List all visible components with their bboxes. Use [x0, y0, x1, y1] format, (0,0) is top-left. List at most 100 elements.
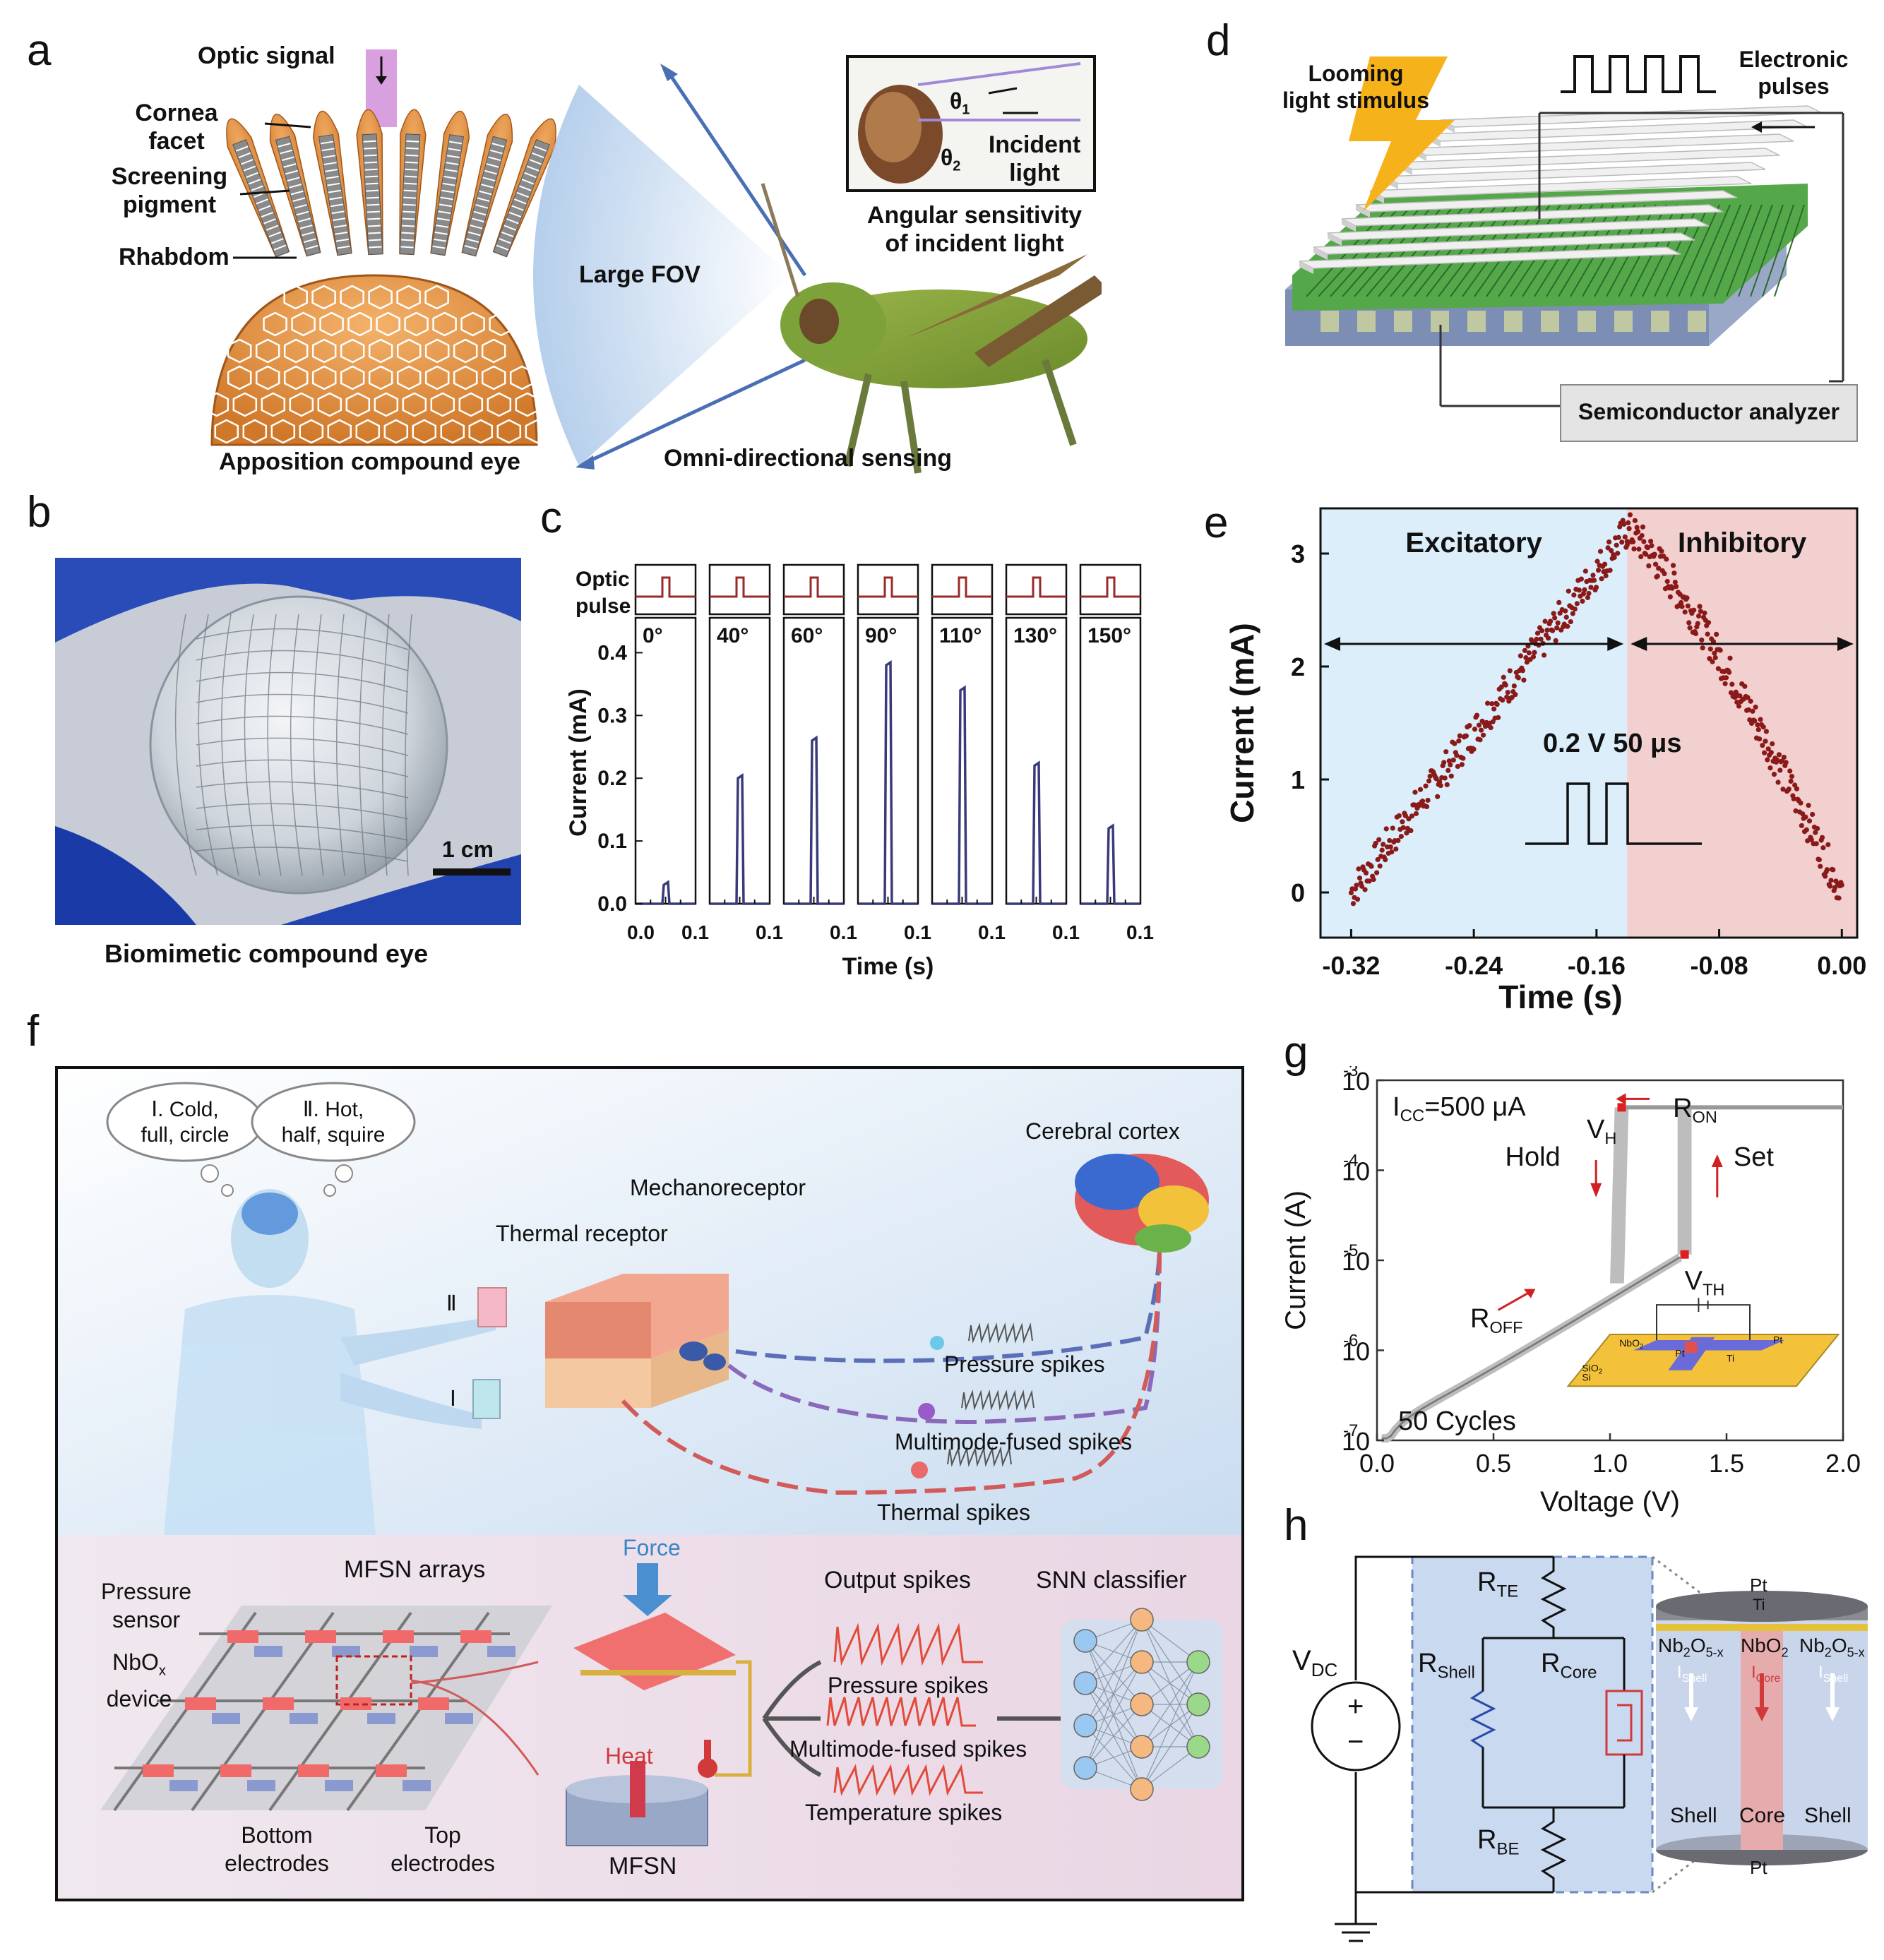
current-subplot [931, 616, 994, 905]
output-spikes-label: Output spikes [824, 1567, 971, 1594]
top-electrodes-label: Top electrodes [390, 1822, 495, 1876]
mfsn-arrays-label: MFSN arrays [344, 1556, 486, 1583]
data-point [1699, 637, 1705, 643]
data-point [1814, 825, 1820, 832]
x-tick-label: 0.0 [627, 921, 655, 943]
data-point [1402, 813, 1408, 818]
data-point [1619, 539, 1625, 545]
data-point [1526, 650, 1532, 656]
current-trace [784, 735, 844, 905]
data-point [1695, 621, 1700, 626]
data-point [1582, 587, 1587, 592]
data-point [1374, 870, 1380, 876]
resistor-te [1540, 1557, 1567, 1638]
data-point [1504, 694, 1510, 700]
data-point [1763, 729, 1769, 734]
data-point [1597, 549, 1604, 554]
x-tick-label: 0.5 [1476, 1449, 1511, 1478]
force-arrow-icon [623, 1563, 672, 1616]
y-tick-label: 10 [1342, 1427, 1370, 1456]
inset-label: Ti [1727, 1352, 1734, 1363]
data-point [1839, 882, 1844, 888]
data-point [1622, 534, 1628, 540]
data-point [1500, 697, 1506, 703]
scale-bar [433, 868, 511, 876]
data-point [1459, 762, 1465, 767]
optic-pulse-trace [1080, 576, 1140, 598]
pressure-nerve [735, 1245, 1162, 1363]
data-point [1574, 601, 1580, 606]
data-point [1369, 864, 1374, 869]
data-point [1736, 703, 1742, 709]
panel-label-c: c [540, 494, 562, 542]
data-point [1775, 779, 1781, 785]
vh-marker [1617, 1103, 1626, 1112]
data-point [1578, 576, 1584, 582]
data-point [1435, 794, 1441, 799]
pulse-train [1561, 55, 1716, 93]
data-point [1710, 659, 1715, 664]
angular-label: Angular sensitivity of incident light [866, 202, 1083, 257]
data-point [1791, 796, 1796, 801]
data-point [1474, 712, 1480, 718]
data-point [1522, 647, 1528, 653]
data-point [1521, 677, 1527, 683]
x-tick-label: 0.1 [830, 921, 857, 943]
y-tick-label: 10 [1342, 1067, 1370, 1096]
panel-label-h: h [1284, 1501, 1308, 1550]
resistor-be [1540, 1807, 1567, 1892]
annotation: VTH [1685, 1267, 1725, 1299]
core-label: Core [1739, 1804, 1786, 1827]
data-point [1383, 826, 1389, 832]
voltage-source-icon [1311, 1681, 1401, 1771]
data-point [1742, 683, 1748, 689]
data-point [1607, 568, 1613, 573]
rshell-label: RShell [1418, 1649, 1475, 1683]
data-point [1457, 733, 1462, 739]
data-point [1379, 847, 1385, 853]
data-point [1750, 708, 1755, 714]
nbo2-label: NbO2 [1741, 1635, 1789, 1660]
force-label: Force [623, 1535, 681, 1560]
data-point [1624, 539, 1630, 544]
current-trace [932, 685, 992, 905]
x-tick-label: 0.1 [1052, 921, 1080, 943]
data-point [1566, 588, 1571, 594]
hot-cup [477, 1287, 507, 1327]
data-point [1460, 755, 1466, 761]
x-axis-label: Time (s) [842, 953, 934, 980]
data-point [1602, 561, 1608, 567]
data-point [1727, 669, 1732, 675]
out-multimode-label: Multimode-fused spikes [789, 1736, 1027, 1762]
data-point [1570, 611, 1575, 616]
data-point [1419, 799, 1426, 804]
data-point [1682, 609, 1688, 615]
data-point [1648, 538, 1654, 544]
current-trace [1006, 760, 1066, 905]
data-point [1448, 773, 1454, 779]
bottom-electrodes-label: Bottom electrodes [225, 1822, 329, 1876]
data-point [1805, 838, 1811, 844]
data-point [1621, 521, 1627, 527]
data-point [1534, 636, 1539, 642]
data-point [1476, 722, 1482, 728]
data-point [1523, 655, 1529, 661]
excitatory-label: Excitatory [1405, 527, 1542, 558]
data-point [1777, 767, 1783, 773]
data-point [1503, 682, 1508, 688]
y-tick-exponent: -6 [1343, 1332, 1358, 1351]
data-point [1652, 561, 1659, 567]
electronic-pulses-label: Electronic pulses [1739, 47, 1849, 99]
data-point [1556, 599, 1562, 606]
y-tick-exponent: -3 [1343, 1066, 1358, 1080]
y-axis-label: Current (mA) [1224, 623, 1260, 823]
panel-f-illustration [58, 1069, 1241, 1899]
arrow-left-icon [1751, 121, 1762, 133]
current-trace [858, 659, 918, 905]
y-tick-label: 2 [1291, 652, 1305, 681]
analyzer-label: Semiconductor analyzer [1578, 399, 1840, 424]
arrow-up-left-icon [660, 64, 678, 81]
data-point [1362, 887, 1368, 892]
data-point [1824, 867, 1830, 873]
arrow-right-icon [1837, 637, 1854, 651]
